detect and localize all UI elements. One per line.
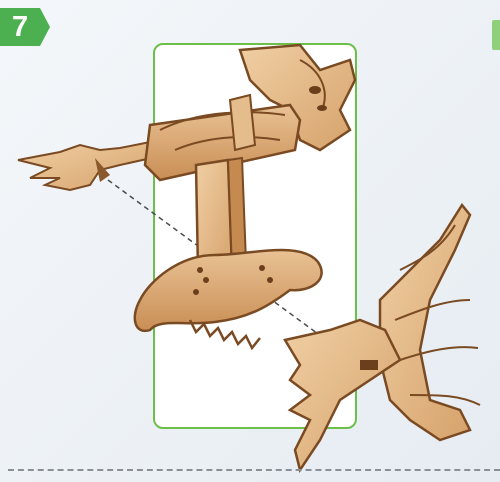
divider-dashed-line	[8, 469, 500, 471]
claw-piece	[285, 320, 400, 470]
wing-tip-piece	[18, 140, 165, 190]
stand-base	[135, 250, 322, 348]
ribcage-piece	[380, 205, 480, 440]
